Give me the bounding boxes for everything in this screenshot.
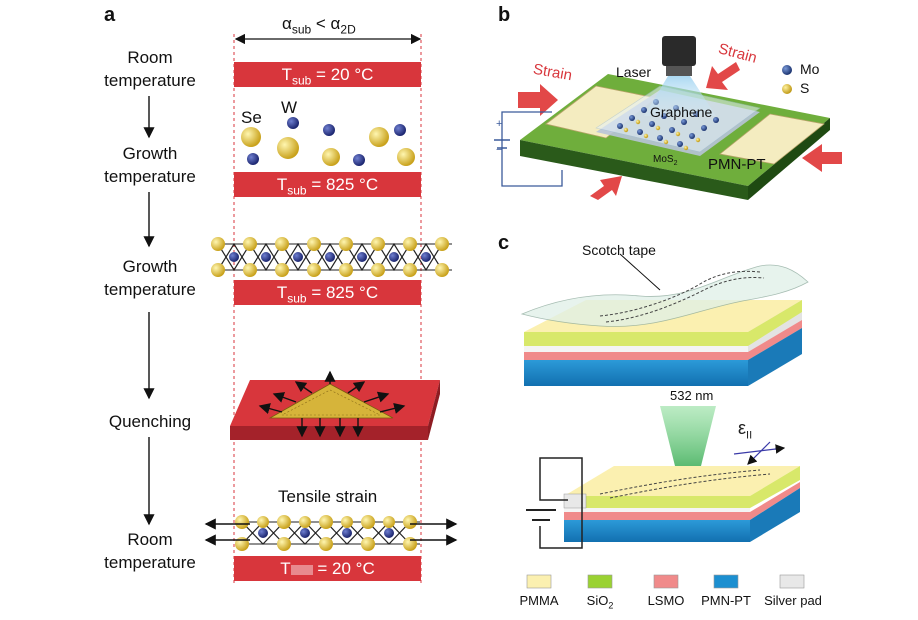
alpha-2d: 2D [340,22,356,37]
stage-2-line1: Growth [122,144,178,163]
mos2-label-text: MoS [653,154,674,165]
legend-label-lsmo: LSMO [647,593,685,608]
legend-swatch-pmnpt [713,574,739,589]
strain-arrow-bottom [590,176,622,200]
legend-label-sio2: SiO2 [578,593,622,611]
scotch-tape-label: Scotch tape [582,242,656,258]
temp-bar-3: Tsub = 825 °C [234,280,421,305]
temp-bar-4-t: T [280,559,291,578]
laser-532-cone [660,406,716,486]
tensile-strain-label: Tensile strain [278,487,378,506]
se-label: Se [241,108,262,127]
stage-1-line1: Room [127,48,173,67]
panel-label-b: b [498,4,511,26]
stage-5-line2: temperature [104,553,196,572]
stage-label-3: Growth temperature [80,255,220,301]
w-label: W [281,98,298,117]
temp-bar-4-value: = 20 °C [312,559,375,578]
legend-swatch-pmma [526,574,552,589]
s-legend-label: S [800,80,810,96]
stage-5-line1: Room [127,530,173,549]
temp-bar-3-value: = 825 °C [306,283,379,302]
temp-bar-1-t: T [281,65,292,84]
alpha-symbol: α [282,14,292,33]
laser-nozzle [666,66,692,76]
legend-swatch-silverpad [779,574,805,589]
alpha-lt: < α [311,14,341,33]
stage-3-line2: temperature [104,280,196,299]
alpha-mismatch-label: αsub < α2D [282,14,356,36]
legend-label-silverpad: Silver pad [764,593,822,608]
laser-label: Laser [616,64,652,80]
laser-beam [644,76,716,116]
legend-label-pmnpt: PMN-PT [701,593,751,608]
battery-plus: + [496,118,503,130]
laser-body [662,36,696,66]
mos2-label-sub: 2 [673,160,678,167]
pmnpt-label: PMN-PT [708,156,766,173]
upper-stack [520,253,809,386]
stage-2-line2: temperature [104,167,196,186]
epsilon-sub: II [746,429,753,442]
panel-label-a: a [104,4,116,26]
quenching-substrate [230,370,440,440]
lattice-growth [211,237,452,277]
strain-arrow-right [802,144,842,172]
graphene-label: Graphene [650,104,713,120]
legend-label-pmma: PMMA [519,593,559,608]
legend-label-sio2-sub: 2 [608,600,614,611]
temp-bar-2-sub: sub [287,183,307,198]
temp-bar-2-value: = 825 °C [306,175,379,194]
pmnpt-plate-side [748,118,830,200]
temp-bar-1: Tsub = 20 °C [234,62,421,87]
stage-1-line2: temperature [104,71,196,90]
stage-label-1: Room temperature [80,46,220,92]
stage-label-4: Quenching [80,410,220,433]
temp-bar-2-t: T [276,175,288,194]
stage-4-line1: Quenching [108,412,192,431]
wavelength-label: 532 nm [670,388,714,403]
temp-bar-1-value: = 20 °C [311,65,374,84]
strain-epsilon-label: εII [738,418,752,442]
temp-bar-3-sub: sub [287,291,307,306]
panel-label-c: c [498,232,510,254]
mos2-label: MoS2 [653,154,677,167]
alpha-sub: sub [291,22,312,37]
strain-arrow-left [518,84,558,116]
stage-3-line1: Growth [122,257,178,276]
electrode-right [719,113,825,165]
temp-bar-4: T = 20 °C [234,556,421,581]
temp-bar-3-t: T [276,283,288,302]
temp-bar-1-sub: sub [291,73,312,88]
pmnpt-plate-front [520,140,748,200]
strain-arrow-top-right [706,62,740,90]
lower-stack [526,441,800,549]
stage-label-2: Growth temperature [80,142,220,188]
lattice-room [204,515,458,551]
circuit-wire [501,111,563,187]
stage-label-5: Room temperature [80,528,220,574]
loose-atoms [241,117,415,166]
mo-legend-label: Mo [800,61,820,77]
legend-swatch-sio2 [587,574,613,589]
s-legend-dot [782,84,792,94]
mo-legend-dot [782,65,792,75]
legend-swatch-lsmo [653,574,679,589]
temp-bar-2: Tsub = 825 °C [234,172,421,197]
epsilon-symbol: ε [738,418,747,438]
blurred-subscript [290,564,313,575]
legend-label-sio2-text: SiO [586,593,609,608]
battery-minus: − [496,144,503,156]
